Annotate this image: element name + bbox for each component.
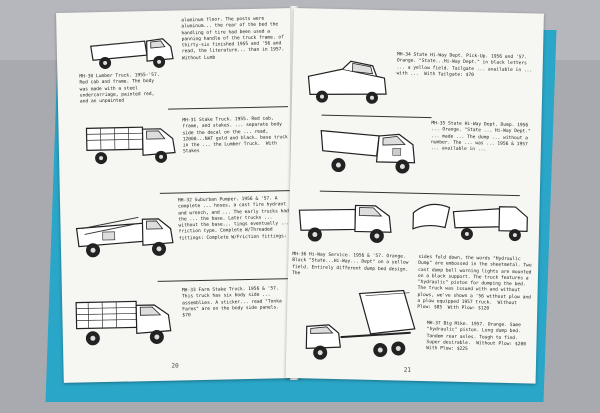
entry-mh37: MH-37 Big Mike. 1957. Orange. Same "hydr…: [426, 321, 532, 353]
divider: [159, 190, 290, 194]
divider: [168, 106, 289, 110]
farm-stake-truck-illustration: [75, 300, 172, 346]
pickup-truck-illustration: [307, 60, 387, 104]
entry-mh30: MH-30 Lumber Truck. 1955-'57. Red cab an…: [79, 72, 163, 105]
entry-mh36: MH-36 Hi-Way Service. 1956 & '57. Orange…: [291, 252, 412, 277]
divider: [321, 114, 432, 119]
big-mike-truck-illustration: [305, 289, 416, 360]
entry-mh32: MH-32 Suburban Pumper. 1956 & '57. A com…: [177, 196, 290, 242]
left-page: MH-30 Lumber Truck. 1955-'57. Red cab an…: [56, 8, 302, 383]
entry-mh30-continued: aluminum floor. The posts were aluminum.…: [181, 16, 290, 62]
hiway-service-truck-illustration: [298, 204, 392, 243]
stake-truck-illustration: [85, 126, 176, 165]
plow-truck-illustration: [412, 203, 528, 242]
page-number-right: 21: [403, 366, 412, 374]
entry-mh35: MH-35 State Hi-Way Dept. Dump. 1956 ... …: [430, 121, 534, 153]
entry-mh33: MH-33 Farm Stake Truck. 1956 & '57. This…: [181, 286, 285, 319]
entry-mh36-continued: sides fold down, the words "Hydraulic Du…: [417, 254, 535, 312]
divider: [157, 278, 292, 282]
entry-mh31: MH-31 Stake Truck. 1955. Red cab, frame,…: [182, 116, 288, 155]
suburban-pumper-illustration: [75, 216, 174, 258]
entry-mh34: MH-34 State Hi-Way Dept. Pick-Up. 1956 a…: [396, 52, 536, 78]
right-page: MH-34 State Hi-Way Dept. Pick-Up. 1956 a…: [285, 8, 544, 384]
lumber-truck-illustration: [90, 38, 174, 69]
dump-truck-illustration: [320, 129, 416, 174]
page-number-left: 20: [171, 362, 179, 370]
